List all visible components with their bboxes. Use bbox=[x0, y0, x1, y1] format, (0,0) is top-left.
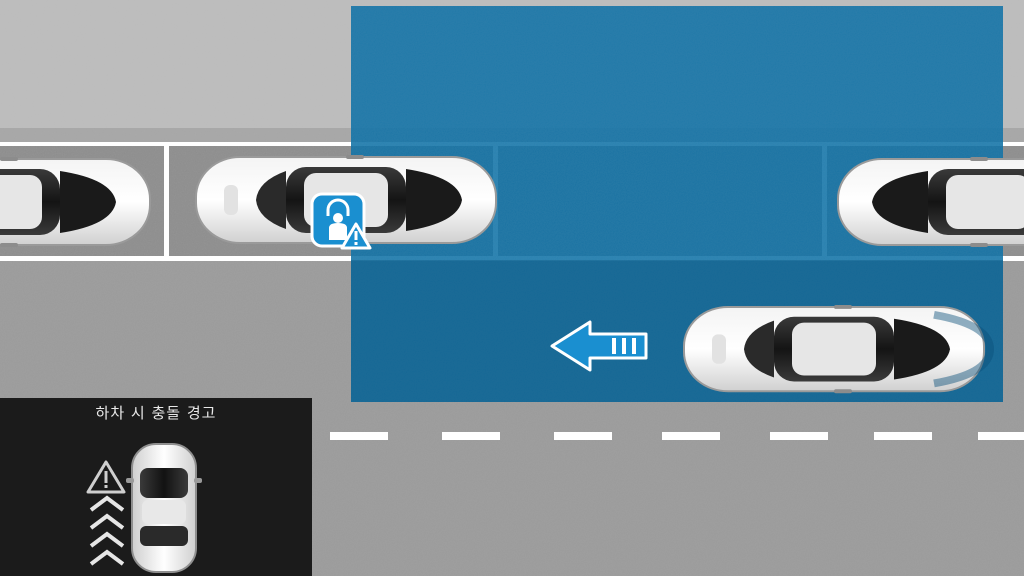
warning-panel-title: 하차 시 충돌 경고 bbox=[95, 404, 217, 422]
left-arrow-icon bbox=[550, 320, 648, 372]
parked-car-left bbox=[0, 156, 151, 248]
parking-divider bbox=[164, 142, 169, 261]
panel-car-top-view bbox=[126, 443, 202, 573]
parked-car-right bbox=[837, 156, 1024, 248]
warning-triangle-icon bbox=[86, 460, 126, 494]
lane-dashes bbox=[330, 432, 1024, 440]
approaching-car bbox=[683, 304, 995, 395]
occupant-lock-warning-icon bbox=[310, 192, 372, 250]
chevron-up-stack-icon bbox=[89, 495, 125, 566]
